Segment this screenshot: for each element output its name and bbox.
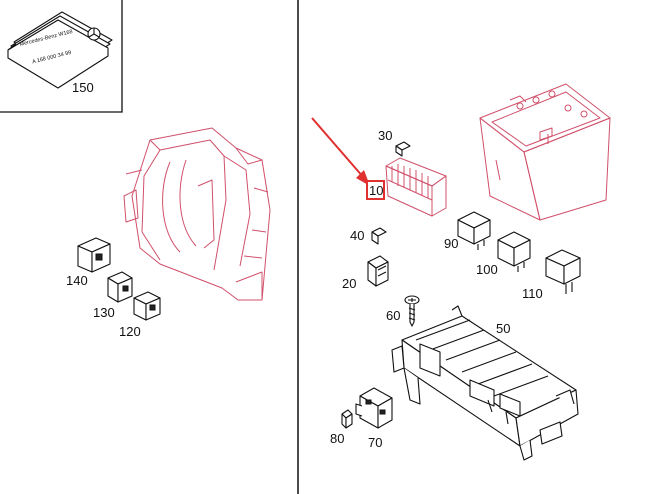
- booklet-150[interactable]: Mercedes-Benz W168 A 168 000 34 99: [7, 11, 113, 89]
- label-30: 30: [378, 128, 392, 143]
- label-40: 40: [350, 228, 364, 243]
- relay-90[interactable]: [457, 211, 491, 250]
- relay-100[interactable]: [497, 231, 531, 272]
- connector-80[interactable]: [341, 409, 353, 429]
- part-30[interactable]: [395, 141, 411, 157]
- label-110: 110: [522, 286, 543, 301]
- relay-110[interactable]: [545, 249, 581, 294]
- label-100: 100: [476, 262, 498, 277]
- carrier-frame-50[interactable]: [391, 305, 579, 461]
- housing-large[interactable]: [123, 127, 271, 301]
- battery[interactable]: [479, 83, 611, 221]
- label-10: 10: [369, 183, 383, 198]
- highlight-box: [366, 180, 385, 200]
- pointer-arrow-line: [311, 117, 365, 179]
- label-80: 80: [330, 431, 344, 446]
- label-60: 60: [386, 308, 400, 323]
- connector-block-70[interactable]: [355, 387, 393, 429]
- connector-20[interactable]: [367, 255, 389, 287]
- label-90: 90: [444, 236, 458, 251]
- label-130: 130: [93, 305, 115, 320]
- label-20: 20: [342, 276, 356, 291]
- label-70: 70: [368, 435, 382, 450]
- fuse-40[interactable]: [371, 227, 387, 245]
- label-50: 50: [496, 321, 510, 336]
- fuse-block-10[interactable]: [385, 157, 447, 217]
- relay-120[interactable]: [133, 291, 161, 321]
- label-140: 140: [66, 273, 88, 288]
- label-120: 120: [119, 324, 141, 339]
- screw-60[interactable]: [404, 295, 420, 327]
- relay-140[interactable]: [77, 237, 111, 273]
- inset-frame: [0, 0, 123, 113]
- relay-130[interactable]: [107, 271, 133, 303]
- label-150: 150: [72, 80, 94, 95]
